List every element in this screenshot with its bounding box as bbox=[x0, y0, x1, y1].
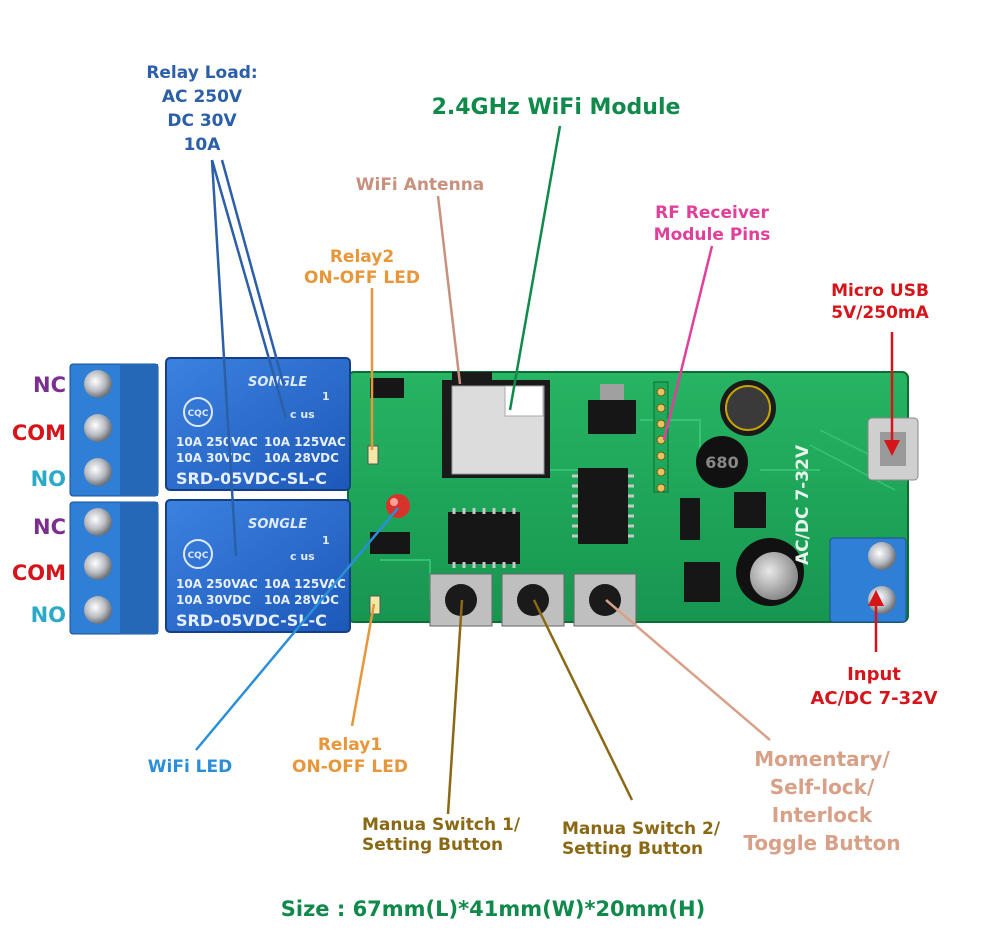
toggle-line3: Interlock bbox=[772, 803, 873, 827]
ic-chip-left bbox=[448, 508, 520, 568]
relay-rating-ac: 10A 250VAC bbox=[176, 577, 258, 591]
micro-usb-line2: 5V/250mA bbox=[831, 303, 929, 323]
voltage-regulator bbox=[588, 384, 636, 434]
switch2-line2: Setting Button bbox=[562, 839, 703, 859]
leader-relay-load-a bbox=[210, 159, 288, 419]
switch1-line1: Manua Switch 1/ bbox=[362, 815, 521, 835]
relay-rating-dc: 10A 30VDC bbox=[176, 593, 251, 607]
relay-brand: SONGLE bbox=[248, 375, 307, 390]
small-chip bbox=[684, 492, 766, 602]
input-line2: AC/DC 7-32V bbox=[810, 688, 937, 709]
relay-load-line1: Relay Load: bbox=[146, 63, 257, 83]
relay-rating-dc: 10A 30VDC bbox=[176, 451, 251, 465]
voltage-silk-label: AC/DC 7-32V bbox=[793, 444, 813, 565]
relay2-led-line1: Relay2 bbox=[330, 247, 394, 267]
micro-usb-line1: Micro USB bbox=[831, 281, 929, 301]
leader-relay1-led bbox=[350, 603, 376, 727]
svg-text:680: 680 bbox=[705, 453, 738, 472]
relay-rating-dc-2: 10A 28VDC bbox=[264, 451, 339, 465]
relay-terminal-block-lower bbox=[69, 501, 159, 635]
wifi-led bbox=[386, 494, 410, 518]
leader-rf-receiver bbox=[662, 245, 714, 441]
relay-rating-ac-2: 10A 125VAC bbox=[264, 577, 346, 591]
arrowheads bbox=[868, 440, 900, 606]
ul-mark-digit: 1 bbox=[322, 390, 330, 403]
terminal-labels-lower: NC COM NO bbox=[12, 515, 66, 627]
relay-terminal-block-upper bbox=[69, 363, 159, 497]
leader-wifi-antenna bbox=[436, 195, 462, 385]
size-label: Size : 67mm(L)*41mm(W)*20mm(H) bbox=[281, 897, 705, 921]
relay-model: SRD-05VDC-SL-C bbox=[176, 469, 327, 488]
terminal-com-lower: COM bbox=[12, 561, 66, 585]
leader-wifi-module bbox=[508, 125, 562, 411]
toggle-line1: Momentary/ bbox=[754, 747, 890, 771]
input-line1: Input bbox=[847, 664, 901, 685]
cqc-mark: CQC bbox=[188, 409, 209, 419]
transistors bbox=[370, 378, 700, 554]
relay1-led-label: Relay1 ON-OFF LED bbox=[292, 735, 408, 777]
relay-rating-ac-2: 10A 125VAC bbox=[264, 435, 346, 449]
toggle-mode-button bbox=[573, 573, 637, 627]
input-arrowhead bbox=[868, 590, 884, 606]
cqc-mark: CQC bbox=[188, 551, 209, 561]
capacitor-top bbox=[720, 380, 776, 436]
rf-receiver-line1: RF Receiver bbox=[655, 203, 769, 223]
rf-receiver-label: RF Receiver Module Pins bbox=[654, 203, 771, 245]
leader-toggle bbox=[605, 599, 771, 741]
terminal-nc-upper: NC bbox=[33, 373, 66, 397]
relay-load-line4: 10A bbox=[184, 135, 222, 155]
ul-mark: c us bbox=[290, 550, 315, 563]
switch2-line1: Manua Switch 2/ bbox=[562, 819, 721, 839]
ul-mark: c us bbox=[290, 408, 315, 421]
leader-lines bbox=[195, 125, 894, 815]
leader-relay-load-b bbox=[210, 159, 238, 557]
relay1-led-line1: Relay1 bbox=[318, 735, 382, 755]
rf-receiver-pins bbox=[653, 381, 669, 493]
relay-load-label: Relay Load: AC 250V DC 30V 10A bbox=[146, 63, 257, 155]
capacitor-bottom bbox=[736, 538, 804, 606]
switch1-label: Manua Switch 1/ Setting Button bbox=[362, 815, 521, 855]
relay2-led-label: Relay2 ON-OFF LED bbox=[304, 247, 420, 288]
wifi-module bbox=[442, 372, 550, 478]
relay-rating-ac: 10A 250VAC bbox=[176, 435, 258, 449]
relay-rating-dc-2: 10A 28VDC bbox=[264, 593, 339, 607]
relay-brand: SONGLE bbox=[248, 517, 307, 532]
leader-relay-load-c bbox=[220, 159, 286, 387]
manual-switch-2-button bbox=[501, 573, 565, 627]
micro-usb-label: Micro USB 5V/250mA bbox=[831, 281, 930, 323]
wifi-module-label: 2.4GHz WiFi Module bbox=[432, 95, 681, 120]
relay-2: SONGLE CQC 1 c us 10A 250VAC 10A 125VAC … bbox=[165, 357, 351, 491]
switch1-line2: Setting Button bbox=[362, 835, 503, 855]
terminal-no-lower: NO bbox=[31, 603, 66, 627]
relay-model: SRD-05VDC-SL-C bbox=[176, 611, 327, 630]
rf-receiver-line2: Module Pins bbox=[654, 225, 771, 245]
toggle-button-label: Momentary/ Self-lock/ Interlock Toggle B… bbox=[743, 747, 900, 855]
relay1-led-line2: ON-OFF LED bbox=[292, 757, 408, 777]
ul-mark-digit: 1 bbox=[322, 534, 330, 547]
relay2-led-line2: ON-OFF LED bbox=[304, 268, 420, 288]
relay-1: SONGLE CQC 1 c us 10A 250VAC 10A 125VAC … bbox=[165, 499, 351, 633]
switch2-label: Manua Switch 2/ Setting Button bbox=[562, 819, 721, 859]
wifi-antenna-label: WiFi Antenna bbox=[356, 175, 485, 195]
terminal-labels-upper: NC COM NO bbox=[12, 373, 66, 491]
relay-load-line2: AC 250V bbox=[162, 87, 243, 107]
leader-wifi-led bbox=[195, 507, 399, 751]
usb-arrowhead bbox=[884, 440, 900, 456]
leader-switch2 bbox=[532, 599, 634, 801]
wifi-led-label: WiFi LED bbox=[148, 757, 233, 777]
leader-switch1 bbox=[446, 599, 464, 815]
relay-load-line3: DC 30V bbox=[167, 111, 237, 131]
terminal-nc-lower: NC bbox=[33, 515, 66, 539]
toggle-line4: Toggle Button bbox=[743, 831, 900, 855]
inductor: 680 bbox=[696, 436, 748, 488]
ic-chip-center bbox=[572, 468, 634, 544]
toggle-line2: Self-lock/ bbox=[770, 775, 875, 799]
input-label: Input AC/DC 7-32V bbox=[810, 664, 937, 709]
terminal-com-upper: COM bbox=[12, 421, 66, 445]
input-terminal bbox=[829, 537, 907, 623]
terminal-no-upper: NO bbox=[31, 467, 66, 491]
